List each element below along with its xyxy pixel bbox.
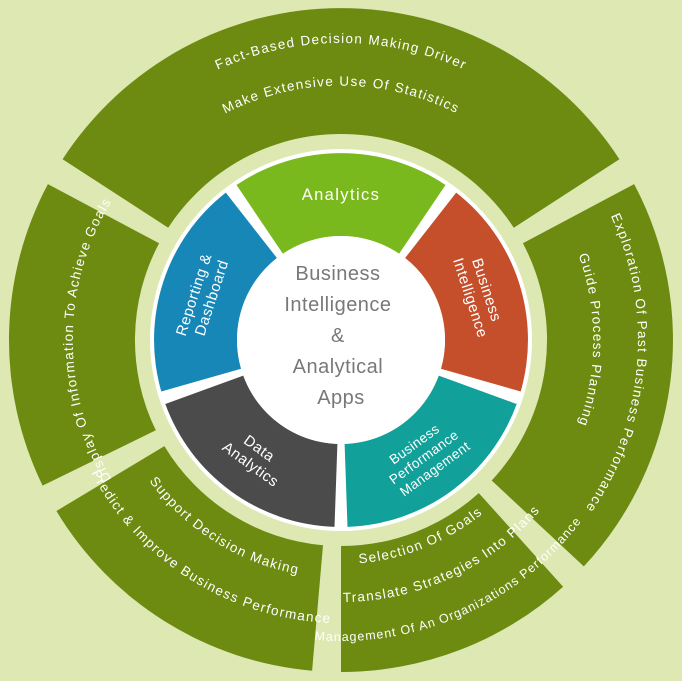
outer-ring (8, 8, 673, 672)
inner-ring (154, 153, 528, 527)
inner-segment-analytics (236, 153, 446, 254)
outer-segment-top (62, 8, 620, 228)
outer-segment-bottom-left (56, 446, 324, 671)
center-title: Business Intelligence & Analytical Apps (284, 263, 397, 409)
center-title-line: & (331, 325, 345, 347)
center-title-line: Intelligence (284, 294, 391, 316)
center-title-line: Business (295, 263, 380, 285)
inner-segment-business-performance-management (344, 375, 517, 527)
center-title-line: Apps (317, 387, 365, 409)
inner-segment-data-analytics (165, 375, 338, 527)
inner-segment-reporting-dashboard (154, 192, 277, 392)
inner-label-analytics: Analytics (302, 186, 381, 204)
outer-segment-right (491, 184, 673, 567)
outer-segment-bottom-right (341, 493, 564, 672)
inner-label-line: Analytics (302, 186, 381, 204)
center-circle (237, 236, 445, 444)
center-title-line: Analytical (293, 356, 384, 378)
inner-segment-business-intelligence (405, 192, 528, 392)
outer-segment-left (8, 184, 160, 486)
